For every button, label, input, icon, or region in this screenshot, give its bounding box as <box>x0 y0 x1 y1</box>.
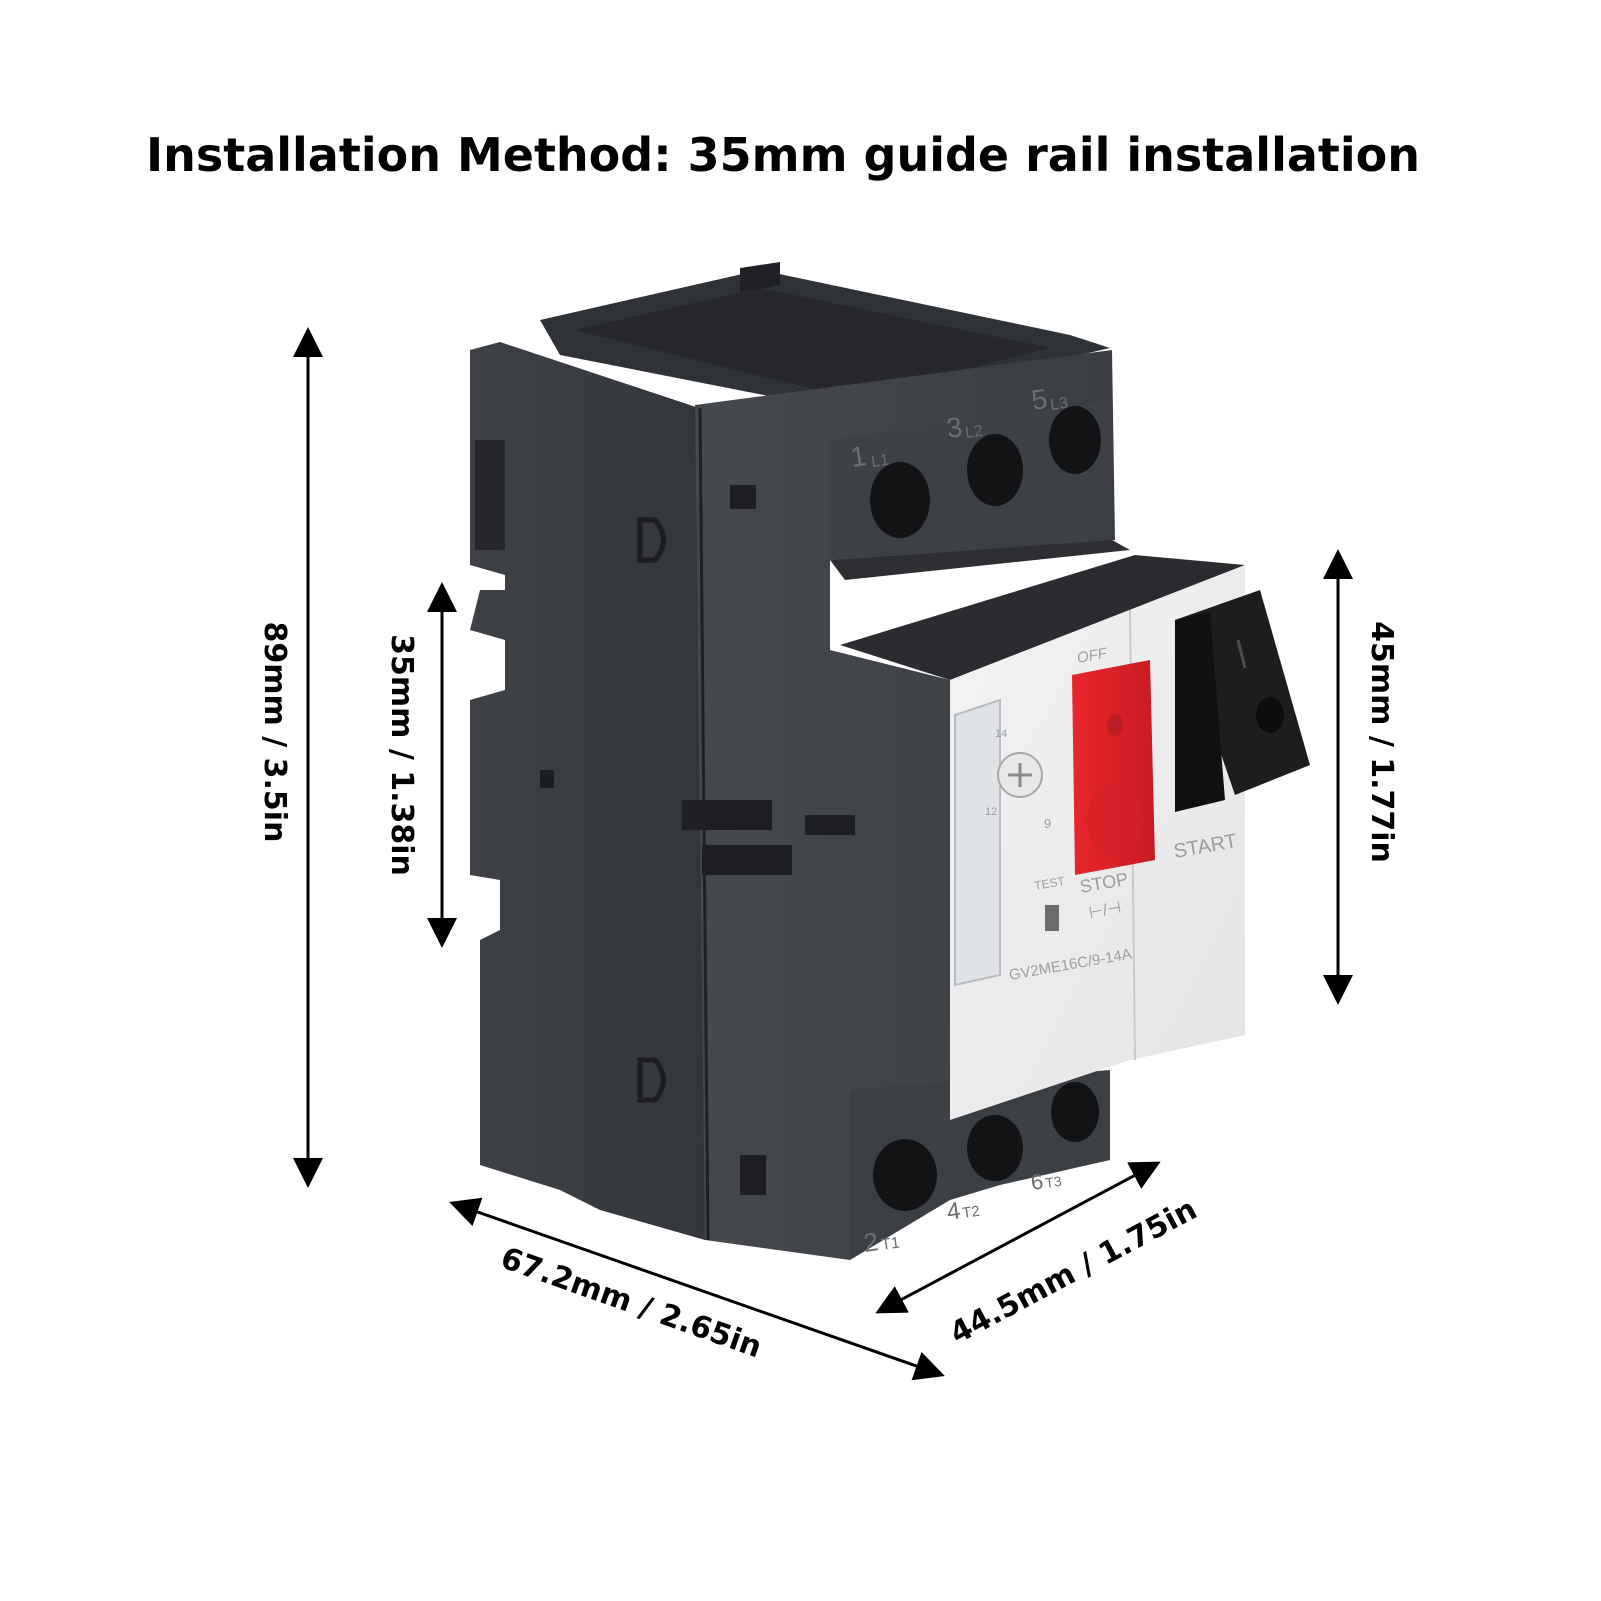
terminal-label-top-3: 3 <box>945 411 965 444</box>
rail-clip <box>682 800 772 830</box>
off-label: OFF <box>1076 645 1109 667</box>
terminal-sub-top-5: L3 <box>1049 395 1069 414</box>
clear-cover <box>954 698 1001 987</box>
dial-value-9: 9 <box>1044 816 1051 831</box>
dial-value-12: 12 <box>985 806 997 818</box>
terminal-hole-t1 <box>873 1139 937 1211</box>
dimension-label-depth: 67.2mm / 2.65in <box>496 1241 766 1365</box>
terminal-label-top-5: 5 <box>1030 383 1050 416</box>
terminal-sub-top-3: L2 <box>964 423 984 442</box>
terminal-sub-bottom-6: T3 <box>1044 1173 1063 1191</box>
terminal-hole-l3 <box>1049 406 1101 474</box>
terminal-sub-top-1: L1 <box>870 452 890 471</box>
dimension-label-width: 44.5mm / 1.75in <box>944 1192 1202 1352</box>
d-mark-top <box>637 517 666 563</box>
test-label: TEST <box>1033 874 1066 893</box>
terminal-hole-l2 <box>967 434 1023 506</box>
device-side-face <box>470 342 705 1240</box>
terminal-hole-t3 <box>1051 1082 1099 1142</box>
terminal-hole-l1 <box>870 462 930 538</box>
dimension-label-height: 89mm / 3.5in <box>257 622 292 843</box>
terminal-hole-t2 <box>967 1115 1023 1181</box>
terminal-label-bottom-4: 4 <box>945 1197 962 1226</box>
device-front-face <box>695 350 1115 1260</box>
dimension-arrow-width <box>875 1161 1161 1314</box>
dimension-label-front: 45mm / 1.77in <box>1364 621 1399 863</box>
side-slot <box>475 440 505 550</box>
stop-symbol: ⊢/⊣ <box>1088 900 1123 922</box>
dimension-label-rail: 35mm / 1.38in <box>384 634 419 876</box>
motor-protection-breaker: 1 L1 3 L2 5 L3 2 T1 4 T2 6 T3 <box>470 262 1310 1260</box>
panel-top-edge <box>840 555 1245 680</box>
dial-value-14: 14 <box>995 728 1007 740</box>
d-mark-bottom <box>637 1057 666 1103</box>
page-title: Installation Method: 35mm guide rail ins… <box>146 128 1420 182</box>
terminal-label-top-1: 1 <box>849 440 869 473</box>
terminal-sub-bottom-2: T1 <box>880 1235 901 1254</box>
dimension-arrow-depth <box>449 1197 945 1381</box>
terminal-sub-bottom-4: T2 <box>961 1203 981 1222</box>
